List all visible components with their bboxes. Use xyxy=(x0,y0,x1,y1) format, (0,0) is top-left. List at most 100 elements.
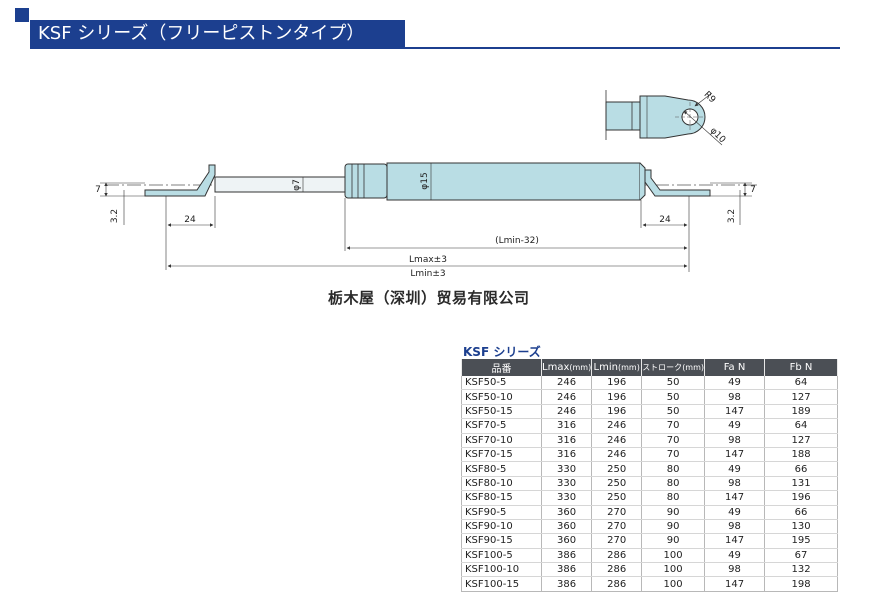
part-number-cell: KSF50-5 xyxy=(461,376,542,391)
piston-rod xyxy=(214,176,346,193)
part-number-cell: KSF50-10 xyxy=(461,389,542,405)
table-cell: 49 xyxy=(704,461,766,477)
dim-lmax: Lmax±3 xyxy=(409,255,447,265)
col-header: Fa N xyxy=(704,359,766,376)
part-number-cell: KSF80-15 xyxy=(461,490,542,506)
table-cell: 98 xyxy=(704,476,766,492)
part-number-cell: KSF90-15 xyxy=(461,533,542,549)
table-cell: 147 xyxy=(704,490,766,506)
table-cell: 270 xyxy=(591,505,643,520)
gas-spring-drawing: 7 3.2 24 φ7 φ15 (Lmin-32) 24 7 3.2 Lmax±… xyxy=(95,90,760,279)
dim-3-2-left: 3.2 xyxy=(110,209,120,223)
dim-phi10: φ10 xyxy=(708,126,728,146)
spec-table: 品番 Lmax(mm) Lmin(mm) ストローク(mm) Fa N Fb N… xyxy=(461,359,839,592)
table-cell: 246 xyxy=(591,433,643,448)
dim-lmin-32: (Lmin-32) xyxy=(495,236,539,246)
part-number-cell: KSF80-10 xyxy=(461,476,542,492)
table-cell: 132 xyxy=(764,562,839,578)
table-cell: 131 xyxy=(764,476,839,492)
dim-phi7: φ7 xyxy=(292,179,302,191)
table-cell: 70 xyxy=(641,433,706,448)
table-cell: 189 xyxy=(764,404,839,420)
table-cell: 386 xyxy=(541,562,593,578)
table-cell: 195 xyxy=(764,533,839,549)
corner-marker xyxy=(15,8,29,22)
table-cell: 246 xyxy=(591,447,643,463)
table-cell: 147 xyxy=(704,576,766,592)
dim-phi15: φ15 xyxy=(420,172,430,189)
table-cell: 198 xyxy=(764,576,839,592)
part-number-cell: KSF100-5 xyxy=(461,548,542,564)
table-cell: 360 xyxy=(541,533,593,549)
table-cell: 386 xyxy=(541,548,593,564)
table-cell: 188 xyxy=(764,447,839,463)
table-cell: 330 xyxy=(541,461,593,477)
part-number-cell: KSF90-5 xyxy=(461,505,542,520)
table-cell: 360 xyxy=(541,519,593,535)
table-cell: 80 xyxy=(641,461,706,477)
left-bracket xyxy=(144,164,216,197)
table-cell: 316 xyxy=(541,433,593,448)
table-cell: 270 xyxy=(591,519,643,535)
col-header: Fb N xyxy=(764,359,839,376)
table-cell: 80 xyxy=(641,476,706,492)
table-cell: 100 xyxy=(641,562,706,578)
table-cell: 64 xyxy=(764,418,839,434)
part-number-cell: KSF80-5 xyxy=(461,461,542,477)
table-cell: 98 xyxy=(704,562,766,578)
dim-7-right: 7 xyxy=(750,185,756,195)
dim-r9: R9 xyxy=(702,90,718,106)
table-cell: 250 xyxy=(591,476,643,492)
cylinder-collar xyxy=(344,163,388,199)
table-cell: 90 xyxy=(641,519,706,535)
table-cell: 246 xyxy=(591,418,643,434)
table-cell: 246 xyxy=(541,376,593,391)
table-cell: 100 xyxy=(641,548,706,564)
table-cell: 286 xyxy=(591,548,643,564)
table-cell: 90 xyxy=(641,533,706,549)
part-number-cell: KSF70-10 xyxy=(461,433,542,448)
col-header: ストローク(mm) xyxy=(641,359,706,376)
dim-lmin: Lmin±3 xyxy=(410,269,445,279)
table-cell: 196 xyxy=(591,404,643,420)
table-cell: 90 xyxy=(641,505,706,520)
table-cell: 330 xyxy=(541,476,593,492)
table-cell: 147 xyxy=(704,533,766,549)
company-name: 栃木屋（深圳）贸易有限公司 xyxy=(328,289,530,307)
dim-24-left: 24 xyxy=(184,215,196,225)
part-number-cell: KSF50-15 xyxy=(461,404,542,420)
table-cell: 98 xyxy=(704,389,766,405)
dim-24-right: 24 xyxy=(659,215,671,225)
table-cell: 286 xyxy=(591,576,643,592)
table-cell: 49 xyxy=(704,505,766,520)
table-cell: 66 xyxy=(764,505,839,520)
table-cell: 50 xyxy=(641,404,706,420)
table-cell: 386 xyxy=(541,576,593,592)
table-cell: 147 xyxy=(704,404,766,420)
table-cell: 130 xyxy=(764,519,839,535)
col-header: Lmin(mm) xyxy=(591,359,643,376)
part-number-cell: KSF90-10 xyxy=(461,519,542,535)
table-cell: 49 xyxy=(704,376,766,391)
table-cell: 49 xyxy=(704,548,766,564)
table-cell: 98 xyxy=(704,519,766,535)
col-header: Lmax(mm) xyxy=(540,359,593,376)
table-cell: 98 xyxy=(704,433,766,448)
table-cell: 246 xyxy=(541,404,593,420)
table-cell: 64 xyxy=(764,376,839,391)
table-cell: 330 xyxy=(541,490,593,506)
table-cell: 67 xyxy=(764,548,839,564)
part-number-cell: KSF70-15 xyxy=(461,447,542,463)
table-cell: 270 xyxy=(591,533,643,549)
